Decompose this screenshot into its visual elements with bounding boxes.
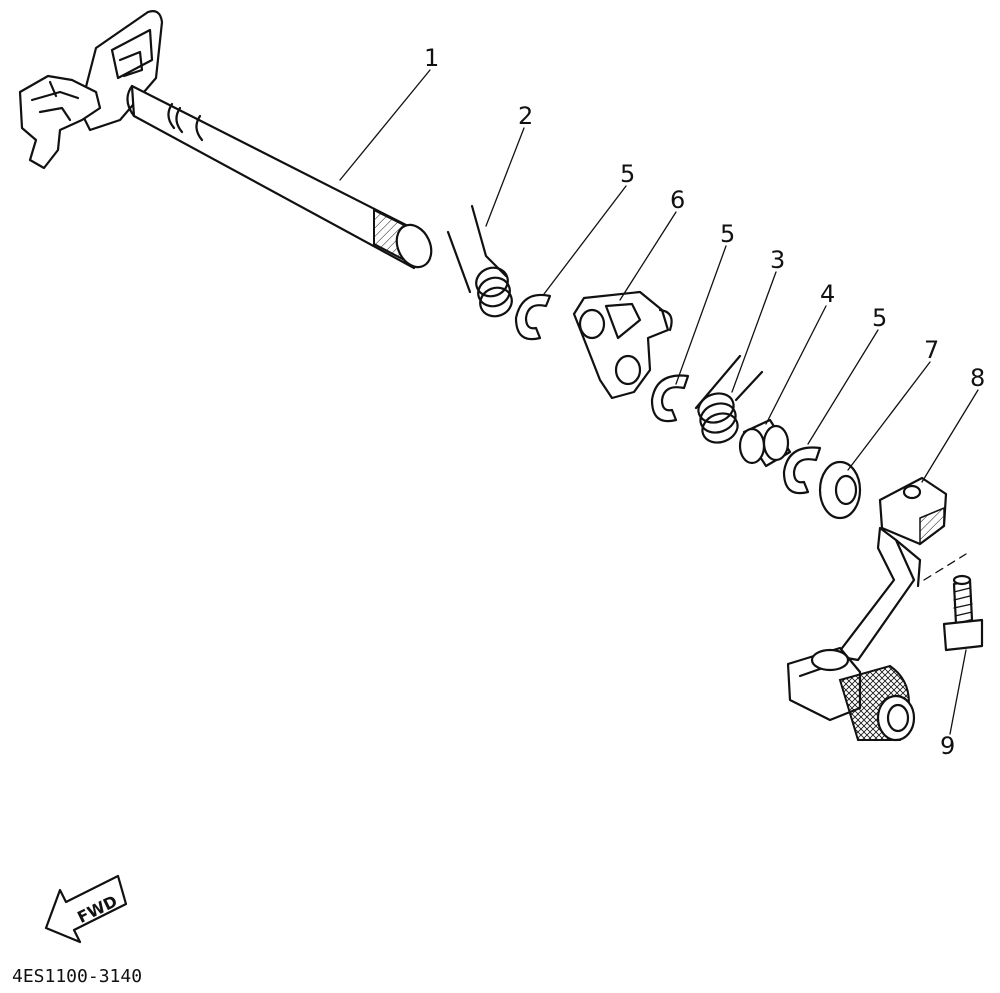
leader-lines xyxy=(339,69,979,735)
circlip-part-5c xyxy=(782,446,822,495)
shift-shaft-part xyxy=(18,10,433,270)
callout-5c: 5 xyxy=(872,304,887,332)
bolt-part-9 xyxy=(942,574,984,652)
circlip-part-5a xyxy=(514,293,552,341)
callout-4: 4 xyxy=(820,280,835,308)
shift-pedal-part-8 xyxy=(786,476,967,742)
stopper-lever-part-6 xyxy=(572,290,673,400)
washer-part-7 xyxy=(818,460,862,520)
callout-5b: 5 xyxy=(720,220,735,248)
callout-3: 3 xyxy=(770,246,785,274)
diagram-code: 4ES1100-3140 xyxy=(12,966,142,987)
circlip-part-5b xyxy=(650,374,690,423)
callout-2: 2 xyxy=(518,102,533,130)
forward-arrow-icon: FWD xyxy=(44,874,128,944)
callout-9: 9 xyxy=(940,732,955,760)
callout-5a: 5 xyxy=(620,160,635,188)
callout-labels: 1 2 5 6 5 3 4 5 7 8 9 xyxy=(424,44,985,760)
collar-part-4 xyxy=(738,418,792,468)
callout-1: 1 xyxy=(424,44,439,72)
torsion-spring-part-2 xyxy=(446,204,513,318)
return-spring-part-3 xyxy=(694,354,764,444)
callout-7: 7 xyxy=(924,336,939,364)
callout-8: 8 xyxy=(970,364,985,392)
callout-6: 6 xyxy=(670,186,685,214)
